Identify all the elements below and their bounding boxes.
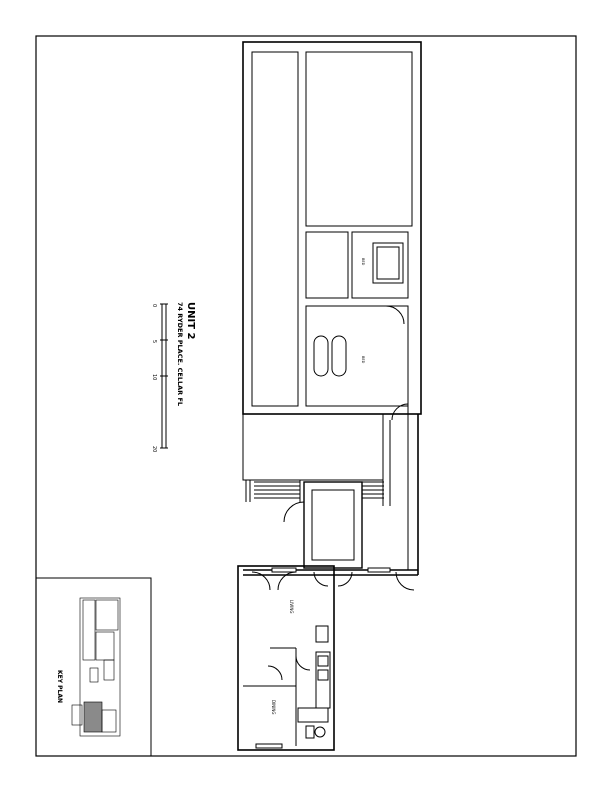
vestibule: [303, 481, 363, 569]
scale-tick-5: 5: [151, 340, 157, 343]
floor-plan: [237, 41, 422, 751]
sheet-border: [35, 35, 577, 757]
upper-room-c: [305, 305, 409, 407]
upper-left-strip: [251, 51, 299, 407]
tub-lower: [297, 707, 329, 723]
plan-title: UNIT 2: [185, 302, 196, 340]
room-label-b: BED: [361, 356, 365, 364]
fixture-pair-left: [313, 335, 329, 377]
title-block: UNIT 2 74 RYDER PLACE. CELLAR FL 0 5 10 …: [151, 302, 196, 452]
scale-tick-10: 10: [151, 374, 157, 380]
stair-left: [245, 480, 301, 502]
plan-subtitle: 74 RYDER PLACE. CELLAR FL: [176, 302, 184, 406]
fridge: [315, 625, 329, 643]
fixture-pair-right: [331, 335, 347, 377]
central-court: [242, 413, 384, 481]
lower-unit-outer: [237, 565, 335, 751]
scale-bar: 0 5 10 20: [151, 303, 168, 452]
key-plan: KEY PLAN: [35, 577, 152, 757]
tub-upper: [372, 242, 404, 284]
key-plan-thumbnail: [71, 597, 121, 737]
upper-room-b: [351, 231, 409, 299]
key-plan-frame: [35, 577, 152, 757]
room-label-a: BED: [361, 258, 365, 266]
room-label-c: LIVING: [289, 600, 294, 613]
stair-right: [362, 481, 384, 499]
upper-right-room: [305, 51, 413, 227]
upper-room-a: [305, 231, 349, 299]
key-plan-label: KEY PLAN: [56, 670, 63, 703]
room-label-d: DINING: [271, 700, 276, 715]
scale-tick-20: 20: [151, 446, 157, 452]
room-labels: BED BED LIVING DINING: [271, 258, 365, 715]
scale-tick-0: 0: [151, 304, 157, 307]
